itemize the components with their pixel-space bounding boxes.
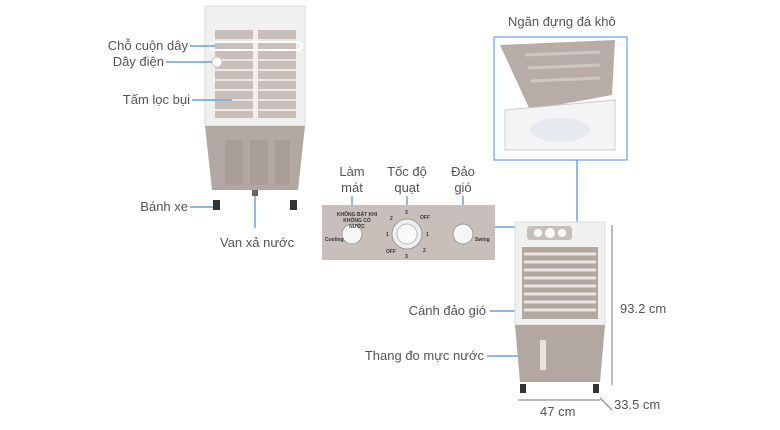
dial-mark: 1 — [386, 232, 389, 238]
dial-mark: OFF — [386, 249, 396, 255]
front-cooler-image — [514, 221, 606, 393]
label-louvers: Cánh đảo gió — [408, 303, 486, 318]
dial-mark: 3 — [405, 210, 408, 216]
label-cord-winder: Chỗ cuộn dây — [107, 38, 188, 53]
dial-mark: 2 — [423, 248, 426, 254]
label-swing: Đảo gió — [451, 164, 475, 195]
label-wheels: Bánh xe — [140, 199, 188, 214]
control-panel-image — [322, 205, 495, 260]
dial-mark: 1 — [426, 232, 429, 238]
label-ice-compartment: Ngăn đựng đá khô — [508, 14, 616, 29]
rear-cooler-image — [204, 5, 306, 210]
label-drain-valve: Van xả nước — [220, 235, 295, 250]
dial-mark: OFF — [420, 215, 430, 221]
label-dust-filter: Tấm lọc bụi — [122, 92, 190, 107]
panel-cooling-text: Cooling — [325, 237, 344, 243]
label-power-cord: Dây điện — [112, 54, 164, 69]
label-water-gauge: Thang đo mực nước — [364, 348, 484, 363]
ice-box-image — [493, 36, 628, 161]
dimension-depth: 33.5 cm — [614, 397, 661, 412]
dial-mark: 3 — [405, 254, 408, 260]
label-fan-speed: Tốc độ quạt — [387, 164, 427, 195]
dimension-height: 93.2 cm — [620, 301, 667, 316]
panel-warning-text: KHÔNG BẬT KHI KHÔNG CÓ NƯỚC — [336, 212, 378, 230]
label-cooling: Làm mát — [339, 164, 365, 195]
dimension-width: 47 cm — [540, 404, 576, 419]
dimension-lines — [518, 225, 613, 411]
panel-swing-text: Swing — [475, 237, 490, 243]
dial-mark: 2 — [390, 216, 393, 222]
